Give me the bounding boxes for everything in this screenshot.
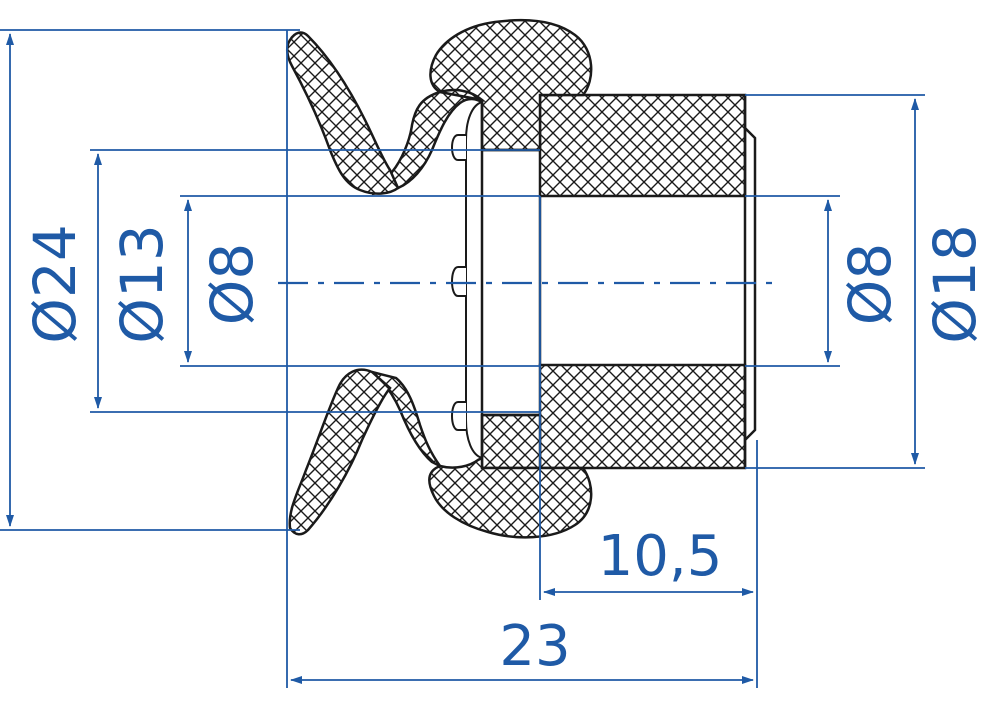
stud-middle	[451, 266, 466, 297]
bulb-lower-section	[480, 413, 542, 470]
end-chamfer	[743, 95, 757, 468]
label-bore-diameter-left: Ø8	[198, 243, 266, 326]
inner-bore-outline	[480, 102, 542, 458]
shank-lower-section	[538, 363, 747, 470]
bulb-lower-outer	[428, 455, 593, 539]
label-overall-diameter: Ø24	[21, 224, 89, 343]
stud-bottom	[451, 401, 466, 431]
label-bore-diameter-right: Ø8	[836, 243, 904, 326]
label-shank-diameter: Ø18	[921, 224, 989, 343]
stud-top	[451, 134, 466, 161]
label-shank-length: 10,5	[598, 524, 723, 589]
label-overall-length: 23	[499, 614, 570, 679]
shank-upper-section	[538, 93, 747, 198]
part-body	[278, 18, 775, 539]
lip-upper	[286, 31, 400, 195]
dimension-labels: Ø24 Ø13 Ø8 Ø8 Ø18 10,5 23	[21, 224, 989, 679]
label-inner-lip-diameter: Ø13	[108, 224, 176, 343]
lip-lower	[288, 368, 392, 536]
dimension-lines	[0, 29, 925, 688]
bore-floor	[465, 101, 483, 459]
